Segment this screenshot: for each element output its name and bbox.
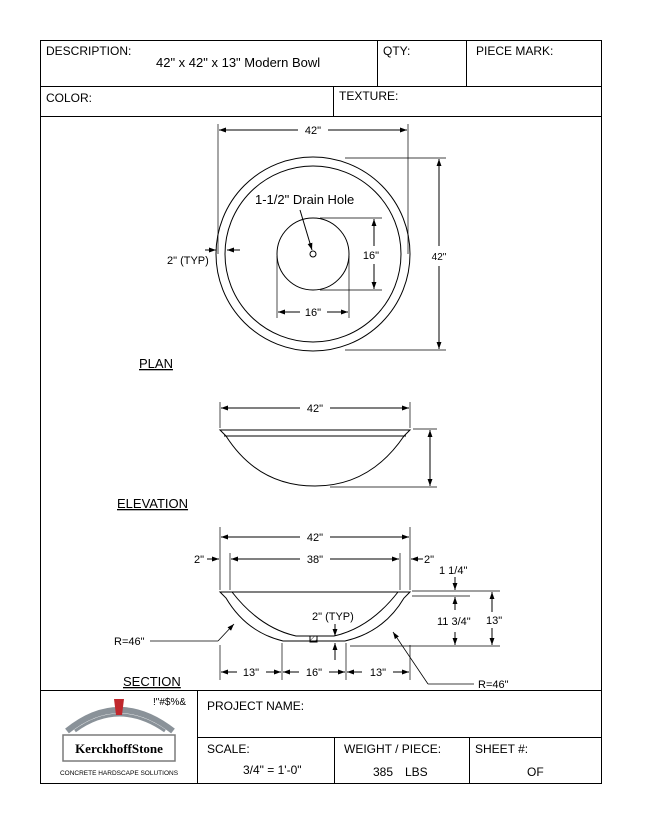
elevation-bowl-outline	[218, 429, 412, 487]
drain-hole-label: 1-1/2" Drain Hole	[255, 192, 354, 207]
logo-keystone-icon	[114, 699, 124, 715]
scale-label: SCALE:	[207, 742, 250, 756]
logo-name-frame	[62, 734, 176, 762]
section-bowl-outline	[218, 591, 412, 642]
description-label: DESCRIPTION:	[46, 44, 132, 58]
logo-arc-inner	[74, 713, 166, 733]
elevation-view	[218, 402, 437, 488]
logo-name: KerckhoffStone	[75, 741, 163, 756]
sheet-value: OF	[527, 765, 544, 779]
plan-inner-rim	[224, 165, 402, 343]
scale-divider	[334, 737, 335, 784]
section-radius-left: R=46"	[114, 636, 145, 648]
plan-inner-height-dim: 16"	[363, 250, 379, 262]
description-value: 42" x 42" x 13" Modern Bowl	[156, 55, 321, 70]
drain-hole-icon	[309, 250, 317, 258]
plan-wall-dim: 2" (TYP)	[167, 255, 209, 267]
section-rim-dim: 1 1/4"	[439, 565, 467, 577]
drawing-sheet	[40, 40, 602, 784]
footer-mid-divider	[197, 737, 602, 738]
section-title: SECTION	[123, 674, 181, 689]
scale-value: 3/4" = 1'-0"	[243, 763, 302, 777]
section-bottom-right-dim: 13"	[370, 667, 386, 679]
logo-divider	[197, 690, 198, 784]
section-width-dim: 42"	[307, 532, 323, 544]
header-divider	[40, 86, 602, 87]
elevation-width-dim: 42"	[307, 403, 323, 415]
plan-title: PLAN	[139, 356, 173, 371]
drain-hatch	[309, 635, 318, 643]
company-logo: !"#$%& KerckhoffStone CONCRETE HARDSCAPE…	[41, 691, 197, 783]
logo-tagline: CONCRETE HARDSCAPE SOLUTIONS	[60, 770, 179, 777]
plan-inner-width-dim: 16"	[305, 307, 321, 319]
qty-label: QTY:	[383, 44, 411, 58]
section-thickness-dim: 2" (TYP)	[312, 611, 354, 623]
piece-mark-label: PIECE MARK:	[476, 44, 554, 58]
texture-divider	[333, 86, 334, 116]
plan-view	[205, 124, 446, 352]
color-row-divider	[40, 116, 602, 117]
section-depth-dim: 11 3/4"	[437, 616, 471, 628]
sheet-label: SHEET #:	[475, 742, 529, 756]
plan-outer-rim	[215, 156, 411, 352]
elevation-title: ELEVATION	[117, 496, 188, 511]
color-label: COLOR:	[46, 91, 93, 105]
section-bottom-left-dim: 13"	[243, 667, 259, 679]
section-view	[150, 527, 500, 685]
weight-divider	[469, 737, 470, 784]
section-inner-dim: 38"	[307, 554, 323, 566]
logo-mark: !"#$%& KerckhoffStone CONCRETE HARDSCAPE…	[60, 697, 186, 777]
plan-height-dim: 42"	[432, 252, 447, 263]
section-left-wall-dim: 2"	[194, 554, 204, 566]
qty-divider	[377, 40, 378, 86]
project-name-label: PROJECT NAME:	[207, 699, 305, 713]
weight-value: 385	[373, 765, 394, 779]
section-bottom-mid-dim: 16"	[306, 667, 322, 679]
weight-label: WEIGHT / PIECE:	[344, 742, 442, 756]
section-radius-right: R=46"	[478, 679, 509, 691]
texture-label: TEXTURE:	[339, 89, 399, 103]
footer-top-divider	[40, 690, 602, 691]
logo-glyphs: !"#$%&	[153, 697, 186, 708]
plan-width-dim: 42"	[305, 125, 321, 137]
weight-unit: LBS	[405, 765, 428, 779]
section-height-dim: 13"	[486, 615, 502, 627]
section-right-wall-dim: 2"	[424, 554, 434, 566]
plan-bottom-circle	[276, 217, 350, 291]
piece-mark-divider	[466, 40, 467, 86]
